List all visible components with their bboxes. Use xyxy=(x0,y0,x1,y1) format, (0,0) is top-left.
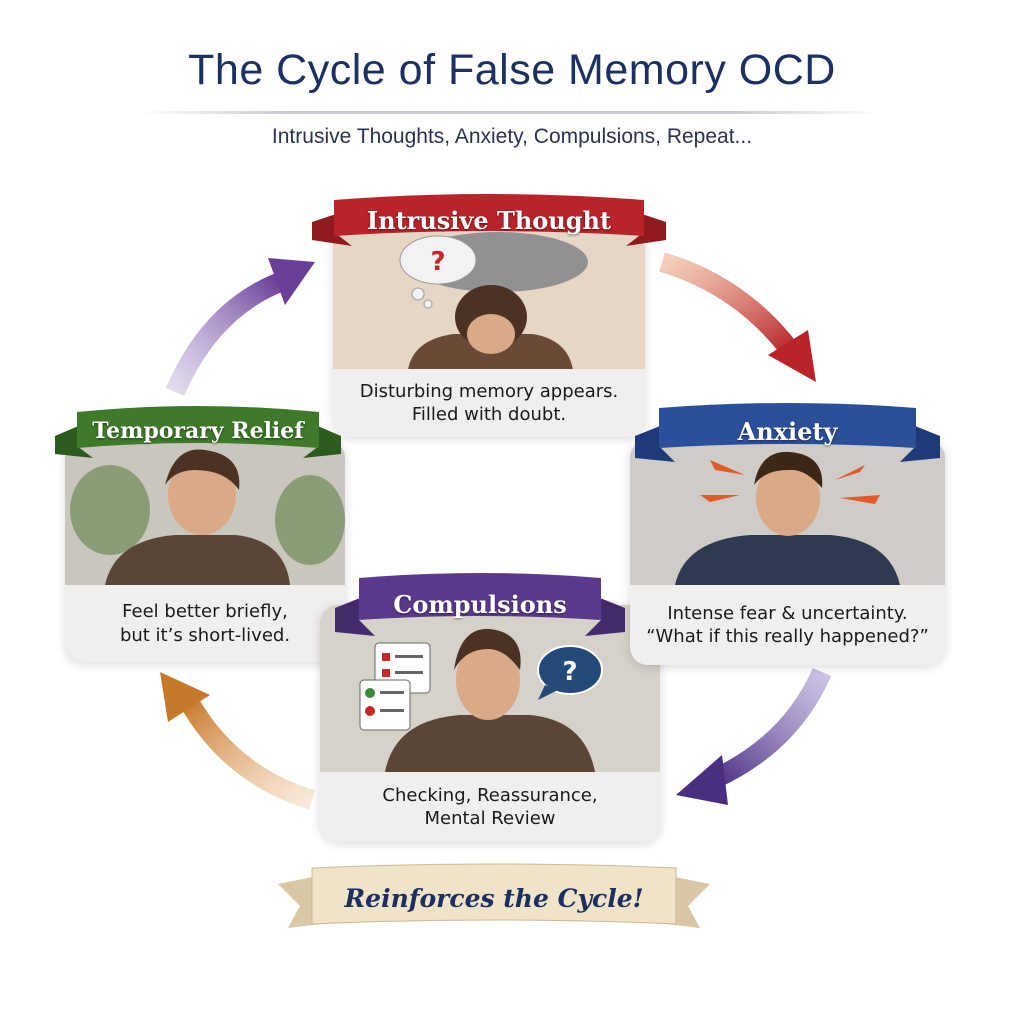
caption-line: Checking, Reassurance, xyxy=(382,784,598,806)
stage-label: Intrusive Thought xyxy=(366,205,612,235)
checklist-icon xyxy=(359,679,411,731)
caption-line: Intense fear & uncertainty. xyxy=(667,602,908,624)
stage-card-anxiety: Intense fear & uncertainty. “What if thi… xyxy=(630,440,945,665)
arrow-intrusive-to-anxiety xyxy=(659,252,816,382)
stage-caption: Intense fear & uncertainty. “What if thi… xyxy=(630,585,945,665)
stage-caption: Disturbing memory appears. Filled with d… xyxy=(333,369,645,437)
stress-lines-icon xyxy=(700,460,880,504)
caption-line: but it’s short-lived. xyxy=(119,624,291,646)
title-divider xyxy=(140,111,880,114)
stage-card-intrusive-thought: ? Disturbing memory appears. Filled with… xyxy=(333,222,645,437)
arrow-anxiety-to-compulsions xyxy=(676,667,832,805)
caption-line: Feel better briefly, xyxy=(122,601,288,623)
caption-line: “What if this really happened?” xyxy=(646,626,929,647)
question-mark: ? xyxy=(430,247,445,277)
page-title: The Cycle of False Memory OCD xyxy=(188,46,836,94)
worried-person-illustration: ? xyxy=(333,222,645,370)
relieved-person-illustration xyxy=(65,440,345,585)
stage-label: Anxiety xyxy=(737,416,838,446)
reinforces-cycle-banner: Reinforces the Cycle! xyxy=(278,862,710,934)
pondering-person-illustration: ? xyxy=(320,605,660,772)
anxious-person-illustration xyxy=(630,440,945,585)
stage-card-compulsions: ? Checking, Reassurance, Mental Review xyxy=(320,605,660,842)
speech-bubble-icon: ? xyxy=(537,645,603,700)
stage-ribbon-temporary-relief: Temporary Relief xyxy=(55,400,341,462)
stage-ribbon-intrusive-thought: Intrusive Thought xyxy=(312,190,666,250)
arrow-compulsions-to-relief xyxy=(160,672,316,810)
stage-ribbon-anxiety: Anxiety xyxy=(635,396,940,466)
stage-card-temporary-relief: Feel better briefly, but it’s short-live… xyxy=(65,440,345,662)
caption-line: Mental Review xyxy=(424,808,556,829)
stage-label: Compulsions xyxy=(393,589,567,619)
stage-caption: Feel better briefly, but it’s short-live… xyxy=(65,585,345,662)
arrow-relief-to-intrusive xyxy=(165,258,315,396)
stage-label: Temporary Relief xyxy=(92,418,304,444)
stage-caption: Checking, Reassurance, Mental Review xyxy=(320,772,660,842)
caption-line: Filled with doubt. xyxy=(411,404,567,425)
page-subtitle: Intrusive Thoughts, Anxiety, Compulsions… xyxy=(271,125,753,148)
banner-text: Reinforces the Cycle! xyxy=(344,883,644,913)
stage-ribbon-compulsions: Compulsions xyxy=(335,568,625,640)
question-mark: ? xyxy=(562,657,577,687)
thought-bubble-icon: ? xyxy=(399,235,477,309)
caption-line: Disturbing memory appears. xyxy=(359,380,619,402)
